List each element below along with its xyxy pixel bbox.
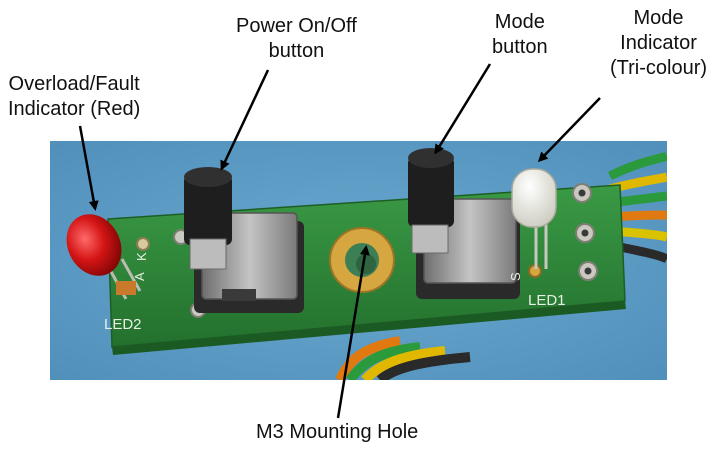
overload-label-line2: Indicator (Red) bbox=[8, 98, 141, 120]
silk-led1: LED1 bbox=[528, 292, 566, 309]
power-label: Power On/Off button bbox=[236, 14, 357, 64]
mode-indicator-label-line1: Mode bbox=[633, 7, 684, 29]
mode-button-label: Mode button bbox=[492, 10, 548, 60]
power-switch bbox=[184, 167, 304, 313]
arrow-mode-indicator bbox=[537, 97, 601, 163]
power-label-line1: Power On/Off bbox=[236, 15, 357, 37]
mode-button-label-line1: Mode bbox=[494, 11, 545, 33]
tri-colour-led bbox=[511, 168, 557, 269]
pad bbox=[136, 237, 150, 251]
arrow-overload bbox=[78, 125, 99, 211]
pcb-photo: LED2 LED1 A K S bbox=[50, 141, 667, 380]
mode-indicator-label-line2: Indicator bbox=[620, 32, 697, 54]
pcb-photo-svg: LED2 LED1 A K S bbox=[50, 141, 667, 380]
overload-label: Overload/Fault Indicator (Red) bbox=[8, 72, 140, 122]
arrow-mounting-hole bbox=[336, 245, 370, 419]
header-pads bbox=[572, 183, 598, 281]
arrow-power bbox=[220, 69, 270, 171]
mode-indicator-label: Mode Indicator (Tri-colour) bbox=[610, 6, 707, 81]
mode-button-label-line2: button bbox=[492, 36, 548, 58]
wires-below bbox=[335, 336, 471, 380]
power-label-line2: button bbox=[268, 40, 325, 62]
red-led bbox=[66, 214, 142, 300]
silk-a: A bbox=[132, 272, 147, 281]
mode-indicator-label-line3: (Tri-colour) bbox=[610, 57, 708, 79]
mounting-hole-label: M3 Mounting Hole bbox=[256, 421, 419, 443]
arrow-mode-button bbox=[434, 63, 492, 155]
silk-s: S bbox=[508, 272, 523, 281]
silk-led2: LED2 bbox=[104, 316, 142, 333]
overload-label-line1: Overload/Fault bbox=[8, 73, 140, 95]
silk-k: K bbox=[134, 252, 149, 261]
mounting-hole bbox=[329, 227, 395, 293]
